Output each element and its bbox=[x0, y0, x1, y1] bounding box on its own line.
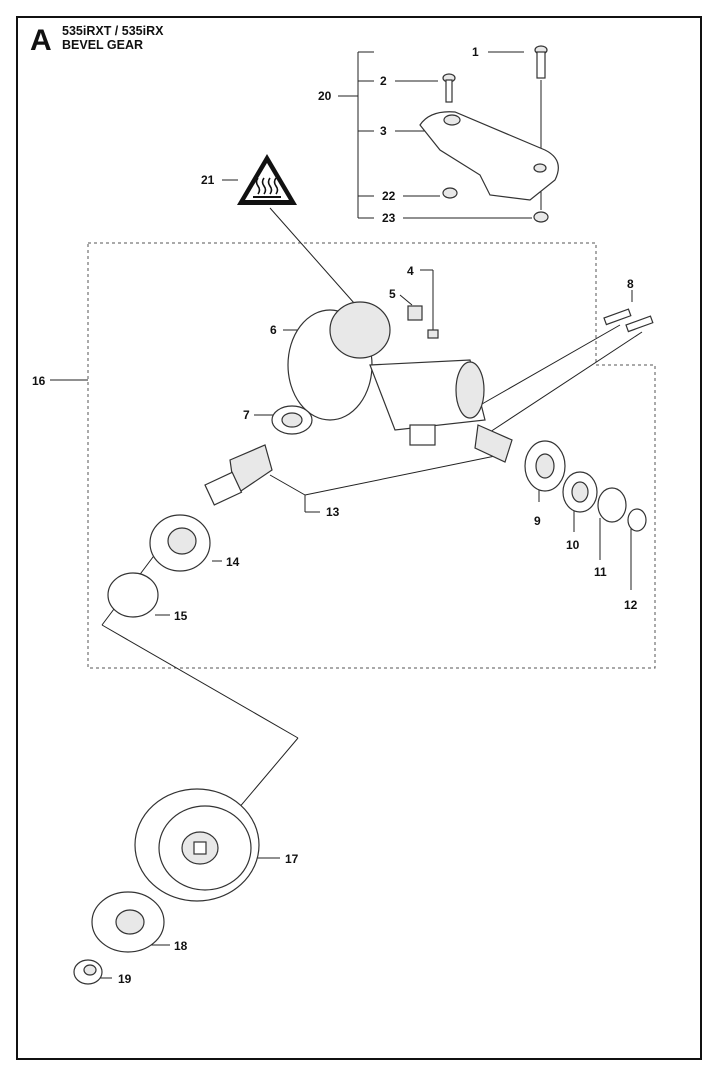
callout-23: 23 bbox=[382, 211, 396, 225]
bearing-part-9 bbox=[524, 440, 566, 492]
callout-7: 7 bbox=[243, 408, 250, 422]
callout-19: 19 bbox=[118, 972, 132, 986]
callout-2: 2 bbox=[380, 74, 387, 88]
callout-labels: 1 2 3 4 5 6 7 8 9 10 11 12 13 14 15 16 1… bbox=[32, 45, 638, 986]
callout-4: 4 bbox=[407, 264, 414, 278]
callout-18: 18 bbox=[174, 939, 188, 953]
circlip-part-15 bbox=[107, 572, 159, 618]
bevel-gear-part-13 bbox=[204, 424, 513, 506]
pin-part-4 bbox=[427, 329, 439, 339]
callout-17: 17 bbox=[285, 852, 299, 866]
bracket-20 bbox=[338, 51, 374, 219]
retaining-ring-part-11 bbox=[597, 487, 627, 523]
model-label: 535iRXT / 535iRX bbox=[62, 24, 164, 38]
callout-5: 5 bbox=[389, 287, 396, 301]
nut-part-19 bbox=[73, 959, 103, 985]
callout-11: 11 bbox=[594, 565, 607, 579]
gear-housing-part-6 bbox=[287, 301, 486, 446]
screw-part-1 bbox=[534, 45, 548, 79]
guard-bracket-part-3 bbox=[419, 111, 559, 201]
callout-9: 9 bbox=[534, 514, 541, 528]
callout-22: 22 bbox=[382, 189, 396, 203]
callout-21: 21 bbox=[201, 173, 215, 187]
washer-part-22 bbox=[442, 187, 458, 199]
callout-1: 1 bbox=[472, 45, 479, 59]
circlip-part-12 bbox=[627, 508, 647, 532]
flange-part-18 bbox=[91, 891, 165, 953]
hot-surface-warning-icon bbox=[237, 154, 297, 205]
callout-8: 8 bbox=[627, 277, 634, 291]
drawing-frame bbox=[16, 16, 702, 1060]
callout-14: 14 bbox=[226, 555, 240, 569]
washer-part-23 bbox=[533, 211, 549, 223]
callout-6: 6 bbox=[270, 323, 277, 337]
diagram-title: BEVEL GEAR bbox=[62, 38, 144, 52]
callout-13: 13 bbox=[326, 505, 340, 519]
bearing-part-7 bbox=[271, 405, 313, 435]
plug-screw-part-5 bbox=[407, 305, 423, 321]
callout-12: 12 bbox=[624, 598, 638, 612]
section-letter: A bbox=[30, 24, 52, 57]
callout-16: 16 bbox=[32, 374, 46, 388]
callout-15: 15 bbox=[174, 609, 188, 623]
support-flange-part-17 bbox=[134, 788, 260, 902]
callout-10: 10 bbox=[566, 538, 580, 552]
bolts-part-8 bbox=[603, 308, 654, 333]
callout-3: 3 bbox=[380, 124, 387, 138]
bearing-part-10 bbox=[562, 471, 598, 513]
callout-20: 20 bbox=[318, 89, 332, 103]
screw-part-2 bbox=[442, 73, 456, 103]
bearing-part-14 bbox=[149, 514, 211, 572]
